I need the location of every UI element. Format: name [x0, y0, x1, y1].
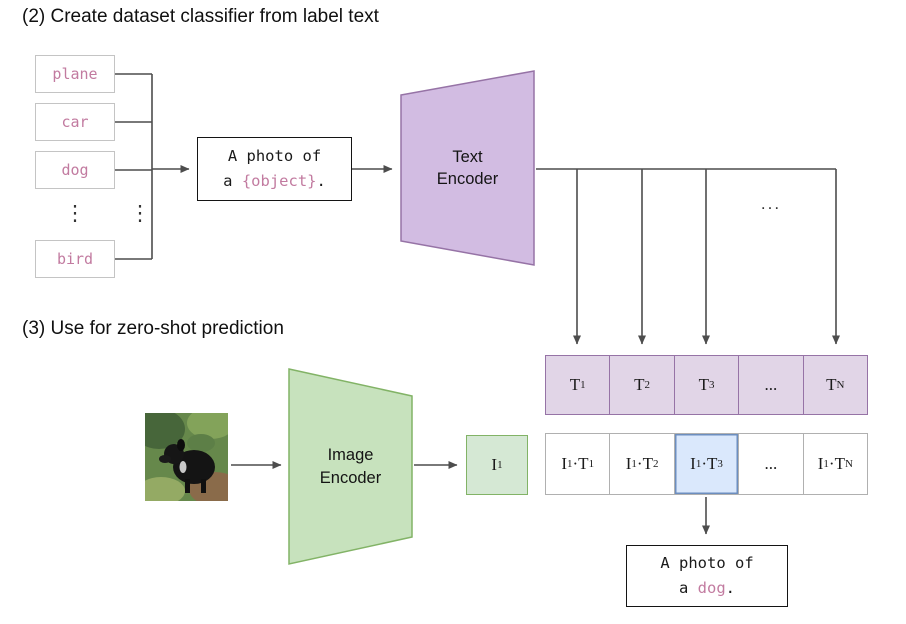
image-encoder: Image Encoder	[288, 368, 413, 565]
s5-a: I	[817, 454, 824, 473]
similarity-ellipsis: ...	[739, 434, 804, 494]
prompt-line-1: A photo of	[227, 147, 322, 166]
prompt-line2-suffix: .	[316, 172, 326, 190]
prompt-line-2: a {object}.	[223, 169, 326, 194]
s2-a: I	[625, 454, 632, 473]
caption-line-2: a dog.	[679, 576, 735, 601]
s3-dot: ·	[701, 454, 707, 473]
s1-b: T	[578, 454, 589, 473]
class-label-car-text: car	[61, 113, 89, 131]
s1-a: I	[561, 454, 567, 473]
prompt-line2-prefix: a	[223, 172, 242, 190]
section-3-title: (3) Use for zero-shot prediction	[22, 318, 284, 339]
caption-line2-suffix: .	[725, 579, 735, 597]
caption-line2-prefix: a	[678, 579, 698, 597]
s3-b: T	[706, 454, 718, 473]
class-label-bird-text: bird	[56, 250, 94, 268]
class-label-dog-text: dog	[61, 161, 89, 179]
s3-a: I	[690, 454, 696, 473]
tn-base: T	[826, 375, 837, 394]
text-encoder: Text Encoder	[400, 70, 535, 266]
section-2-title: (2) Create dataset classifier from label…	[22, 6, 379, 27]
s1-dot: ·	[572, 454, 579, 473]
text-encoder-label: Text Encoder	[436, 147, 499, 188]
image-encoder-label: Image Encoder	[319, 446, 382, 487]
t2-base: T	[634, 375, 645, 394]
caption-line-1: A photo of	[660, 554, 754, 573]
s2-b: T	[642, 454, 653, 473]
connector-ellipsis: ⋮	[129, 201, 151, 225]
predicted-label: dog	[697, 579, 726, 597]
class-label-car: car	[35, 103, 115, 141]
s5-b: T	[834, 454, 845, 473]
label-column-ellipsis: ⋮	[64, 201, 86, 225]
text-embedding-ellipsis: ...	[739, 356, 804, 414]
text-encoder-shape	[400, 70, 535, 266]
predicted-caption-box: A photo of a dog.	[626, 545, 788, 607]
prompt-template-box: A photo of a {object}.	[197, 137, 352, 201]
t1-base: T	[569, 375, 581, 394]
s4-a: ...	[764, 454, 778, 473]
fanout-ellipsis: ...	[760, 194, 782, 213]
t-ellipsis: ...	[764, 375, 778, 394]
s2-dot: ·	[636, 454, 643, 473]
class-label-plane-text: plane	[52, 65, 98, 83]
class-label-plane: plane	[35, 55, 115, 93]
class-label-dog: dog	[35, 151, 115, 189]
image-encoder-shape	[288, 368, 413, 565]
s5-dot: ·	[828, 454, 835, 473]
i1-base: I	[491, 455, 498, 474]
class-label-bird: bird	[35, 240, 115, 278]
prompt-object-token: {object}	[241, 172, 317, 190]
t3-base: T	[698, 375, 709, 394]
dog-photo	[145, 413, 228, 501]
